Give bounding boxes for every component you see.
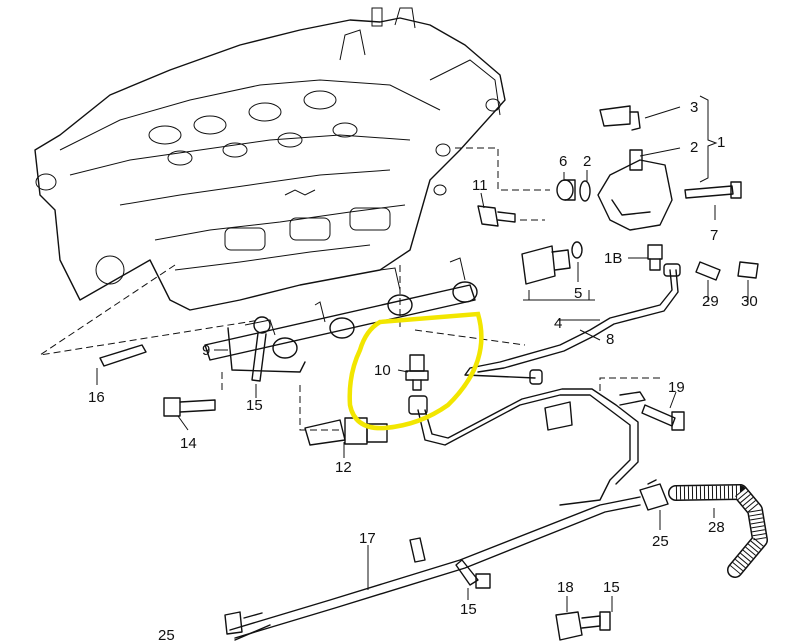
callout-5: 5 (574, 285, 582, 302)
cylinder-head (34, 7, 506, 311)
fuel-pipe-lower (417, 388, 646, 506)
callout-10: 10 (374, 362, 391, 379)
callout-labels: 3 1 2 6 2 11 7 1B 5 29 30 4 8 9 10 19 16… (88, 99, 758, 643)
callout-2-pump: 2 (690, 139, 698, 156)
part-11 (477, 205, 516, 227)
callout-15-bottom: 15 (460, 601, 477, 618)
callout-7: 7 (710, 227, 718, 244)
bolt-7 (684, 181, 742, 199)
bolt-19 (641, 404, 685, 431)
callout-1: 1 (717, 134, 725, 151)
callout-1b: 1B (604, 250, 622, 267)
callout-12: 12 (335, 459, 352, 476)
high-pressure-pump (597, 105, 673, 231)
callout-3: 3 (690, 99, 698, 116)
reference-lines (39, 147, 660, 431)
callout-28: 28 (708, 519, 725, 536)
callout-17: 17 (359, 530, 376, 547)
callout-2-seal: 2 (583, 153, 591, 170)
callout-25-left: 25 (158, 627, 175, 643)
highlight-circle (347, 311, 484, 431)
bolt-14 (163, 397, 216, 417)
pressure-sensor (405, 354, 429, 415)
injector (304, 417, 388, 446)
callout-4: 4 (554, 315, 562, 332)
bolt-15-left (251, 316, 271, 382)
sensor-4 (521, 241, 583, 285)
fitting-1b (647, 244, 663, 271)
bolt-15-bottom (455, 559, 491, 589)
callout-29: 29 (702, 293, 719, 310)
parts-29-30 (695, 261, 759, 281)
callout-6: 6 (559, 153, 567, 170)
fuel-rail (204, 257, 478, 361)
part-16 (99, 344, 147, 367)
callout-14: 14 (180, 435, 197, 452)
callout-18: 18 (557, 579, 574, 596)
callout-16: 16 (88, 389, 105, 406)
part-9 (227, 327, 306, 373)
hose-28 (668, 484, 768, 578)
callout-8: 8 (606, 331, 614, 348)
part-6-2 (556, 179, 591, 202)
callout-25-right: 25 (652, 533, 669, 550)
callout-15-left: 15 (246, 397, 263, 414)
fuel-line-17 (224, 496, 641, 641)
part-18 (555, 611, 611, 641)
leader-lines (96, 95, 749, 612)
callout-19: 19 (668, 379, 685, 396)
callout-30: 30 (741, 293, 758, 310)
clamp-25 (639, 479, 669, 511)
callout-11: 11 (472, 177, 488, 194)
fuel-pipe-8 (464, 263, 681, 385)
callout-9: 9 (202, 342, 210, 359)
callout-15-bottom-right: 15 (603, 579, 620, 596)
